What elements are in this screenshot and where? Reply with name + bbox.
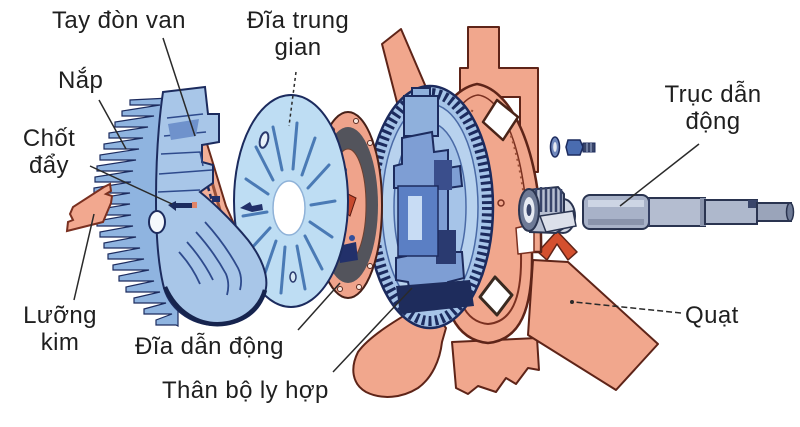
leader-luong-kim — [73, 213, 95, 301]
intermediate-disc-part — [233, 94, 349, 308]
label-than-bo-ly-hop: Thân bộ ly hợp — [162, 377, 329, 404]
leader-than-bo-ly-hop — [332, 287, 413, 373]
label-dia-trung-gian: Đĩa trung gian — [246, 7, 350, 61]
cover-part — [93, 85, 268, 327]
splined-hub-part — [518, 185, 577, 235]
lever-screw-part — [240, 202, 263, 212]
drive-shaft-part — [582, 194, 795, 230]
bolt-part — [549, 136, 596, 158]
label-tay-don-van: Tay đòn van — [52, 7, 186, 34]
label-quat: Quạt — [685, 302, 739, 329]
leader-chot-day — [89, 165, 173, 205]
leader-truc-dan-dong — [619, 143, 700, 207]
leader-quat-dot — [570, 300, 574, 304]
label-luong-kim: Lưỡng kim — [23, 302, 97, 356]
bimetal-strip-part — [65, 182, 114, 233]
label-dia-dan-dong: Đĩa dẫn động — [135, 333, 284, 360]
label-chot-day: Chốt đẩy — [22, 125, 76, 179]
leader-tay-don-van — [162, 37, 196, 137]
label-truc-dan-dong: Trục dẫn động — [664, 81, 762, 135]
clutch-body-part — [365, 84, 495, 330]
label-nap: Nắp — [58, 67, 104, 94]
push-pin-part — [168, 201, 197, 211]
leader-nap — [98, 99, 127, 150]
leader-dia-dan-dong — [297, 282, 341, 331]
